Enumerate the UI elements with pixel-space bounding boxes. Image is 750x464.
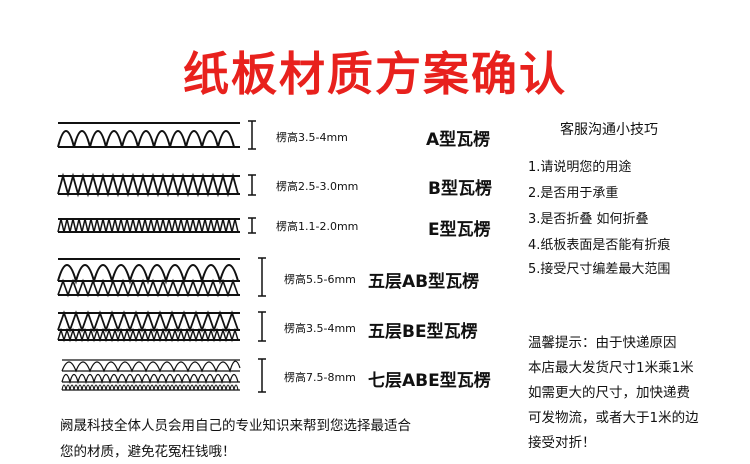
flute-type: A型瓦楞 <box>426 130 491 150</box>
tip-item: 1.请说明您的用途 <box>528 160 632 175</box>
flute-ab-diagram <box>57 257 266 298</box>
flute-spec: 楞高1.1-2.0mm <box>276 220 359 233</box>
flute-spec: 楞高7.5-8mm <box>284 371 356 384</box>
note-line: 可发物流，或者大于1米的边 <box>528 410 699 426</box>
flute-spec: 楞高5.5-6mm <box>284 273 356 286</box>
flute-be-diagram <box>57 310 266 343</box>
flute-row-abe: 楞高7.5-8mm 七层ABE型瓦楞 <box>0 356 520 396</box>
tip-item: 3.是否折叠 如何折叠 <box>528 212 649 227</box>
flute-spec: 楞高3.5-4mm <box>284 322 356 335</box>
page-title: 纸板材质方案确认 <box>183 47 567 101</box>
flute-type: 七层ABE型瓦楞 <box>368 371 491 391</box>
note-line: 本店最大发货尺寸1米乘1米 <box>528 360 694 376</box>
tip-item: 4.纸板表面是否能有折痕 <box>528 238 671 253</box>
flute-spec: 楞高3.5-4mm <box>276 131 348 144</box>
flute-type: 五层AB型瓦楞 <box>368 272 480 292</box>
flute-type: E型瓦楞 <box>428 220 491 240</box>
bottom-note: 您的材质，避免花冤枉钱哦！ <box>60 444 236 460</box>
flute-abe-diagram <box>61 358 266 393</box>
bottom-note: 阙晟科技全体人员会用自己的专业知识来帮到您选择最适合 <box>60 418 411 434</box>
tip-item: 5.接受尺寸编差最大范围 <box>528 262 671 277</box>
note-line: 温馨提示：由于快递原因 <box>528 335 677 351</box>
tips-title: 客服沟通小技巧 <box>560 122 658 138</box>
note-line: 如需更大的尺寸，加快递费 <box>528 385 690 401</box>
flute-e-diagram <box>57 217 256 234</box>
flute-row-ab: 楞高5.5-6mm 五层AB型瓦楞 <box>0 255 520 301</box>
flute-spec: 楞高2.5-3.0mm <box>276 180 359 193</box>
flute-row-b: 楞高2.5-3.0mm B型瓦楞 <box>0 172 520 199</box>
flute-a-diagram <box>57 120 256 150</box>
flute-row-be: 楞高3.5-4mm 五层BE型瓦楞 <box>0 309 520 345</box>
note-line: 接受对折！ <box>528 435 596 451</box>
flute-type: B型瓦楞 <box>428 179 492 199</box>
flute-type: 五层BE型瓦楞 <box>368 322 478 342</box>
flute-row-a: 楞高3.5-4mm A型瓦楞 <box>0 118 520 154</box>
flute-row-e: 楞高1.1-2.0mm E型瓦楞 <box>0 215 520 240</box>
flute-b-diagram <box>57 172 256 198</box>
tip-item: 2.是否用于承重 <box>528 186 619 201</box>
